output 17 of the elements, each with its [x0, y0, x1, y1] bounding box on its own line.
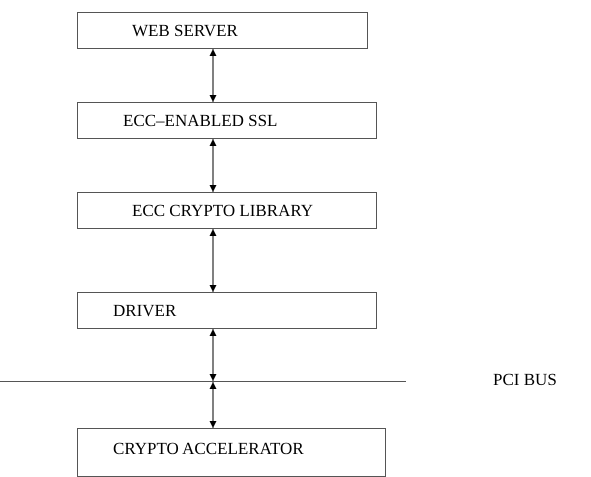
bus-line — [0, 381, 406, 382]
layer-label: CRYPTO ACCELERATOR — [113, 438, 304, 458]
layer-label: DRIVER — [113, 300, 176, 320]
double-arrow — [210, 328, 216, 382]
layer-box — [77, 192, 377, 229]
double-arrow — [210, 138, 216, 192]
double-arrow — [210, 48, 216, 102]
layer-box — [77, 102, 377, 139]
layer-label: ECC CRYPTO LIBRARY — [132, 200, 314, 220]
layer-label: ECC–ENABLED SSL — [123, 110, 278, 130]
double-arrow — [210, 228, 216, 292]
bus-label: PCI BUS — [493, 370, 557, 390]
layer-label: WEB SERVER — [132, 20, 238, 40]
layer-box — [77, 292, 377, 329]
layer-box — [77, 428, 386, 477]
layer-box — [77, 12, 368, 49]
double-arrow — [210, 382, 216, 428]
